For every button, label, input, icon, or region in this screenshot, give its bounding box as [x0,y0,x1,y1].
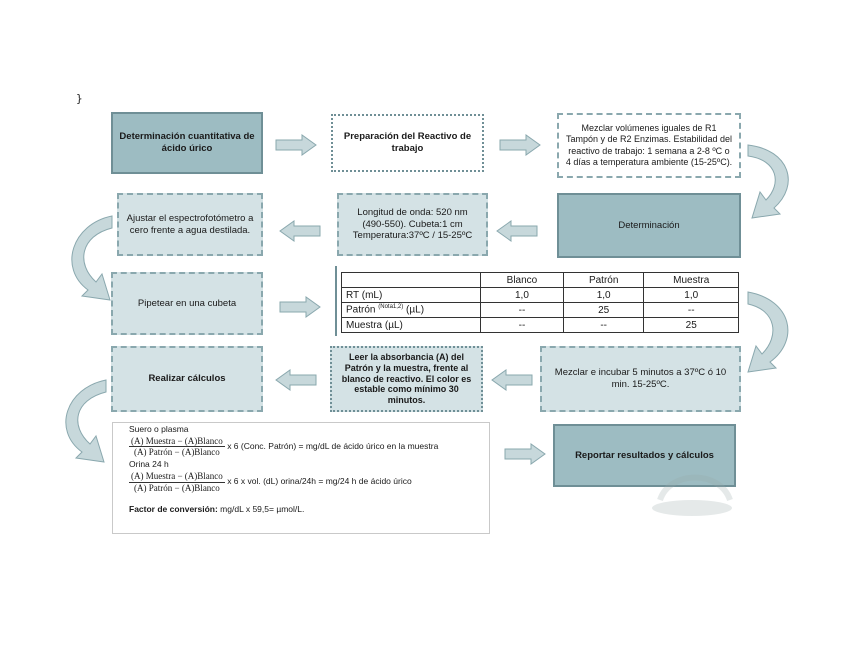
serum-formula: (A) Muestra − (A)Blanco(A) Patrón − (A)B… [129,436,473,458]
serum-title: Suero o plasma [129,424,189,434]
arrow-right-icon [499,134,541,156]
box-label: Mezclar volúmenes iguales de R1 Tampón y… [565,123,733,167]
fraction-numerator: (A) Muestra − (A)Blanco [129,435,225,448]
fraction-denominator: (A) Patrón − (A)Blanco [134,447,220,458]
urine-fraction: (A) Muestra − (A)Blanco(A) Patrón − (A)B… [129,471,225,493]
box-determinacion-cuantitativa: Determinación cuantitativa de ácido úric… [111,112,263,174]
box-label: Leer la absorbancia (A) del Patrón y la … [341,352,472,406]
arrow-right-icon [504,443,546,465]
box-label: Determinación [618,219,680,231]
serum-fraction: (A) Muestra − (A)Blanco(A) Patrón − (A)B… [129,436,225,458]
box-label: Determinación cuantitativa de ácido úric… [119,131,255,154]
box-label: Realizar cálculos [148,373,226,385]
box-determinacion: Determinación [557,193,741,258]
table-cell: -- [480,317,564,333]
table-row-label: Muestra (µL) [341,317,481,333]
box-label: Mezclar e incubar 5 minutos a 37ºC ó 10 … [554,367,727,390]
box-preparacion-reactivo: Preparación del Reactivo de trabajo [331,114,484,172]
curved-arrow-icon [65,379,107,463]
curved-arrow-icon [747,291,789,373]
conversion-factor-text: mg/dL x 59,5= µmol/L. [217,503,305,514]
table-row: Patrón (Nota1,2) (µL) -- 25 -- [341,302,739,318]
urine-title: Orina 24 h [129,459,169,470]
arrow-right-icon [275,134,317,156]
arrow-left-icon [275,369,317,391]
serum-formula-tail: x 6 (Conc. Patrón) = mg/dL de ácido úric… [227,440,439,451]
table-row: RT (mL) 1,0 1,0 1,0 [341,287,739,303]
box-longitud-onda: Longitud de onda: 520 nm (490-550). Cube… [337,193,488,256]
arrow-right-icon [279,296,321,318]
row-label-text: Patrón [346,304,379,316]
conversion-factor-label: Factor de conversión: [129,503,218,514]
box-leer-absorbancia: Leer la absorbancia (A) del Patrón y la … [330,346,483,412]
stray-brace: } [76,92,83,105]
box-ajustar-espectrofotometro: Ajustar el espectrofotómetro a cero fren… [117,193,263,256]
box-reportar-resultados: Reportar resultados y cálculos [553,424,736,487]
fraction-numerator: (A) Muestra − (A)Blanco [129,471,225,483]
urine-formula-tail: x 6 x vol. (dL) orina/24h = mg/24 h de á… [227,476,412,487]
table-header-row: Blanco Patrón Muestra [341,272,739,288]
arrow-left-icon [279,220,321,242]
box-realizar-calculos: Realizar cálculos [111,346,263,412]
reagent-table-frame: Blanco Patrón Muestra RT (mL) 1,0 1,0 1,… [335,266,744,336]
box-mezclar-volumenes: Mezclar volúmenes iguales de R1 Tampón y… [557,113,741,178]
box-label: Longitud de onda: 520 nm (490-550). Cube… [352,206,473,242]
arrow-left-icon [491,369,533,391]
curved-arrow-icon [71,215,113,301]
conversion-factor: Factor de conversión: mg/dL x 59,5= µmol… [129,503,473,515]
box-label: Preparación del Reactivo de trabajo [343,131,472,154]
arrow-left-icon [496,220,538,242]
urine-formula: (A) Muestra − (A)Blanco(A) Patrón − (A)B… [129,471,473,493]
row-label-note: (Nota1,2) [378,304,404,311]
box-label: Ajustar el espectrofotómetro a cero fren… [126,212,254,236]
box-mezclar-incubar: Mezclar e incubar 5 minutos a 37ºC ó 10 … [540,346,741,412]
watermark-logo-icon [652,474,733,516]
table-row: Muestra (µL) -- -- 25 [341,317,739,333]
row-label-unit: (µL) [403,304,425,316]
table-cell: 25 [643,317,739,333]
box-label: Pipetear en una cubeta [137,297,237,309]
box-label: Reportar resultados y cálculos [575,449,714,461]
curved-arrow-icon [747,144,789,219]
reagent-table: Blanco Patrón Muestra RT (mL) 1,0 1,0 1,… [341,272,739,333]
calculation-panel: Suero o plasma (A) Muestra − (A)Blanco(A… [112,422,490,534]
box-pipetear: Pipetear en una cubeta [111,272,263,335]
fraction-denominator: (A) Patrón − (A)Blanco [134,482,220,493]
